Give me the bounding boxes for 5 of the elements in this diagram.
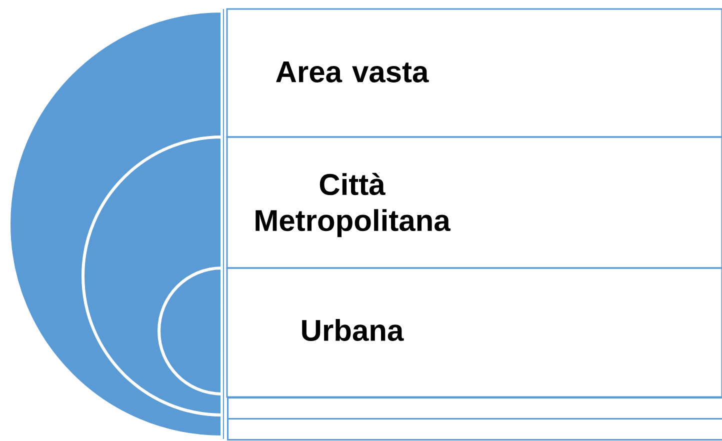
empty-band <box>227 396 722 420</box>
empty-band <box>227 418 722 440</box>
row-box: Area vasta <box>226 8 722 138</box>
row-box: Urbana <box>226 267 722 398</box>
row-box: Città Metropolitana <box>226 136 722 269</box>
